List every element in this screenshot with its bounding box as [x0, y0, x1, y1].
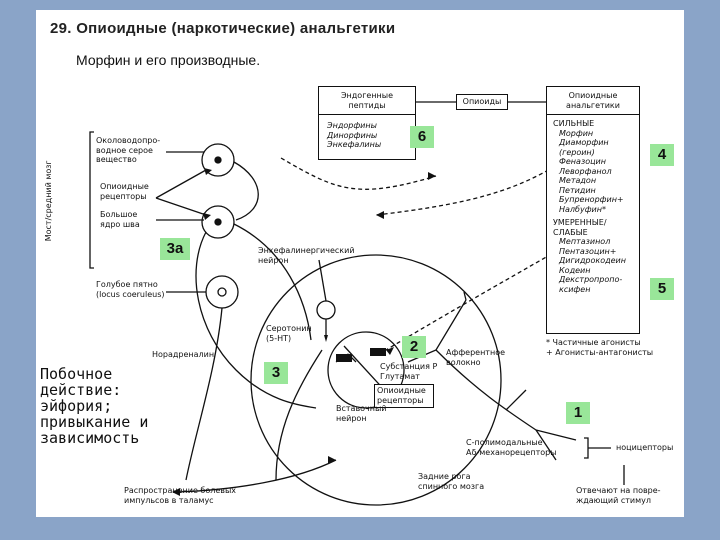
brain-region-label: Мост/средний мозг — [43, 160, 53, 242]
footnotes: * Частичные агонисты + Агонисты-антагони… — [546, 338, 654, 357]
serotonin-label: Серотонин (5-НТ) — [266, 324, 312, 343]
weak-item: Дигидрокодеин — [559, 256, 626, 265]
spinal-cord-outline — [250, 254, 502, 506]
raphe-label: Большое ядро шва — [100, 210, 140, 229]
dorsal-horn-label: Задние рога спинного мозга — [418, 472, 485, 491]
afferent-label: Афферентное волокно — [446, 348, 506, 367]
pag-neuron — [201, 143, 235, 177]
pain-spread-label: Распространение болевых импульсов в тала… — [124, 486, 237, 505]
marker-6: 6 — [410, 126, 434, 148]
strong-item: Налбуфин* — [559, 204, 606, 214]
pag-label: Околоводопро- водное серое вещество — [96, 136, 161, 164]
weak-item: Пентазоцин+ — [559, 246, 617, 256]
endogenous-item: Динорфины — [327, 130, 378, 140]
strong-item: Бупренорфин+ — [559, 195, 624, 204]
slide-title: 29. Опиоидные (наркотические) анальгетик… — [50, 20, 396, 37]
strong-item: Диаморфин — [559, 138, 609, 147]
fibers-label: С-полимодальные Аδ-механорецепторы — [466, 438, 557, 457]
opioid-receptors-box: Опиоидные рецепторы — [374, 384, 434, 408]
opioid-receptors-label: Опиоидные рецепторы — [100, 182, 149, 201]
strong-item: Феназоцин — [559, 157, 606, 166]
noradrenaline-label: Норадреналин — [152, 350, 215, 359]
strong-item: Петидин — [559, 185, 596, 195]
opioids-box: Опиоиды — [456, 94, 508, 110]
enkephalin-neuron-body — [316, 300, 336, 320]
weak-item: Мептазинол — [559, 237, 611, 246]
locus-label: Голубое пятно (locus coeruleus) — [96, 280, 165, 299]
weak-item: ксифен — [559, 284, 591, 294]
interneuron-label: Вставочный нейрон — [336, 404, 387, 423]
side-effects-text: Побочное действие: эйфория; привыкание и… — [40, 365, 149, 447]
marker-3: 3 — [264, 362, 288, 384]
raphe-neuron — [201, 205, 235, 239]
strong-item: Метадон — [559, 176, 597, 185]
nociceptors-label: ноцицепторы — [616, 443, 674, 452]
slide-subtitle: Морфин и его производные. — [76, 52, 261, 68]
slide-sheet: 29. Опиоидные (наркотические) анальгетик… — [36, 10, 684, 517]
endogenous-item: Энкефалины — [327, 140, 382, 149]
weak-item: Декстропропо- — [559, 275, 623, 284]
marker-5: 5 — [650, 278, 674, 300]
enkephalin-neuron-label: Энкефалинергический нейрон — [258, 246, 355, 265]
strong-item: Морфин — [559, 128, 594, 138]
marker-3a: 3а — [160, 238, 190, 260]
analgesics-list-box: СИЛЬНЫЕ Морфин Диаморфин (героин) Феназо… — [546, 114, 640, 334]
marker-1: 1 — [566, 402, 590, 424]
strong-item: (героин) — [559, 147, 595, 157]
marker-2: 2 — [402, 336, 426, 358]
marker-4: 4 — [650, 144, 674, 166]
weak-item: Кодеин — [559, 265, 591, 275]
weak-header: УМЕРЕННЫЕ/СЛАБЫЕ — [553, 218, 607, 237]
endogenous-item: Эндорфины — [327, 121, 377, 130]
substance-p-label: Субстанция Р Глутамат — [380, 362, 438, 381]
endogenous-list-box: Эндорфины Динорфины Энкефалины — [318, 114, 416, 160]
strong-header: СИЛЬНЫЕ — [553, 119, 595, 128]
response-label: Отвечают на повре- ждающий стимул — [576, 486, 661, 505]
interneuron — [327, 331, 405, 409]
strong-item: Леворфанол — [559, 166, 612, 176]
